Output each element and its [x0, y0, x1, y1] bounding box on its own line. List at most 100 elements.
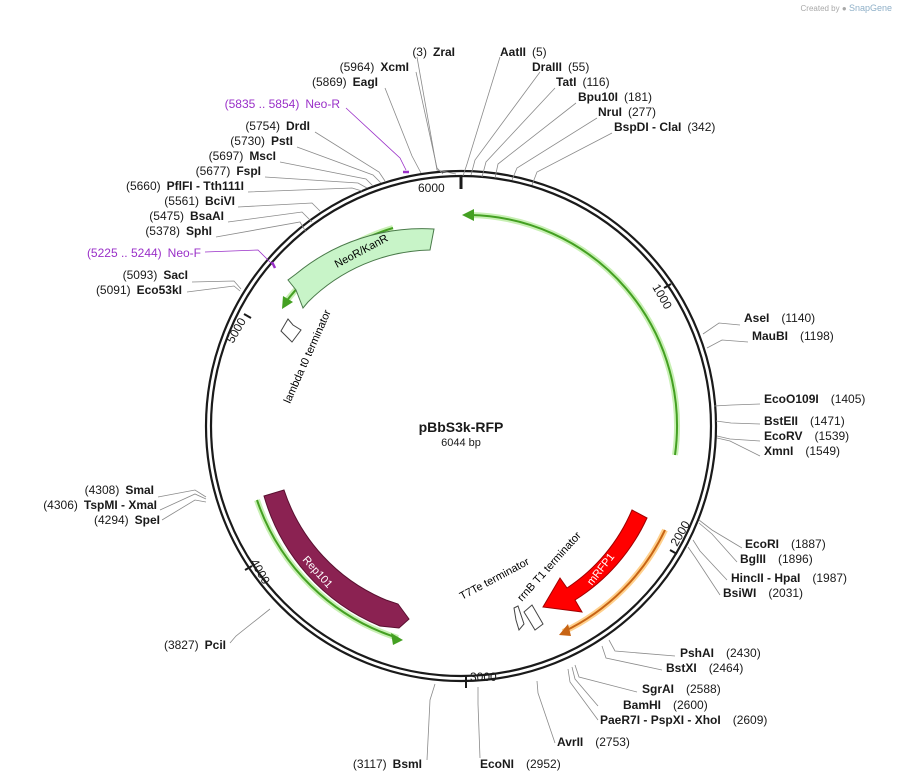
enzyme-pos-smai: (4308) — [85, 483, 120, 497]
enzyme-name-zrai: ZraI — [433, 45, 455, 59]
enzyme-label-bsaai: (5475) BsaAI — [149, 209, 224, 223]
leader-bsmi — [426, 683, 436, 761]
enzyme-pos-ecorv: (1539) — [814, 429, 849, 443]
enzyme-name-sphi: SphI — [186, 224, 212, 238]
enzyme-label-clai: BspDI - ClaI(342) — [614, 120, 715, 134]
plasmid-length: 6044 bp — [441, 437, 481, 449]
enzyme-pos-drdi: (5754) — [245, 119, 280, 133]
enzyme-pos-eagi: (5869) — [312, 75, 347, 89]
leader-xmni — [716, 437, 761, 457]
enzyme-label-ecoo109i: EcoO109I (1405) — [764, 392, 865, 406]
enzyme-name-xhoi: PaeR7I - PspXI - XhoI — [600, 713, 721, 727]
feature-rrnb-t1-terminator — [523, 604, 544, 631]
enzyme-pos-pcii: (3827) — [164, 638, 199, 652]
enzyme-label-bsiwi: BsiWI (2031) — [723, 586, 803, 600]
leader-tati — [481, 87, 556, 178]
enzyme-pos-econi: (2952) — [526, 757, 561, 771]
enzyme-name-pflfi: PflFI - Tth111I — [167, 179, 244, 193]
enzyme-name-avrii: AvrII — [557, 735, 583, 749]
leader-draiii — [470, 71, 541, 176]
enzyme-name-pcii: PciI — [205, 638, 226, 652]
leader-bamhi — [571, 666, 599, 707]
enzyme-pos-sphi: (5378) — [145, 224, 180, 238]
enzyme-pos-zrai: (3) — [412, 45, 427, 59]
leader-saci — [191, 280, 242, 290]
enzyme-name-drdi: DrdI — [286, 119, 310, 133]
enzyme-label-draiii: DraIII(55) — [532, 60, 589, 74]
enzyme-name-bsiwi: BsiWI — [723, 586, 756, 600]
enzyme-pos-saci: (5093) — [123, 268, 158, 282]
right-enzyme-labels: AatII(5) DraIII(55) TatI(116) Bpu10I(181… — [480, 45, 865, 771]
enzyme-name-hpai: HincII - HpaI — [731, 571, 800, 585]
enzyme-label-bglii: BglII(1896) — [740, 552, 813, 566]
leader-bpu10i — [494, 102, 577, 179]
snapgene-icon: ● — [841, 4, 847, 13]
tick-mark-1000 — [663, 283, 672, 289]
left-enzyme-labels: (3)ZraI (5964)XcmI (5869)EagI (5835 .. 5… — [43, 45, 455, 771]
leader-pcii — [229, 608, 271, 644]
enzyme-pos-bglii: (1896) — [778, 552, 813, 566]
enzyme-name-bstxi: BstXI — [666, 661, 697, 675]
enzyme-label-bsteii: BstEII(1471) — [764, 414, 845, 428]
enzyme-pos-ecoo109i: (1405) — [831, 392, 866, 406]
enzyme-pos-bsiwi: (2031) — [768, 586, 803, 600]
enzyme-name-ecori: EcoRI — [745, 537, 779, 551]
leader-clai — [531, 132, 613, 186]
primer-label-neo-r: (5835 .. 5854)Neo-R — [225, 97, 341, 111]
enzyme-label-smai: (4308) SmaI — [85, 483, 154, 497]
enzyme-pos-draiii: (55) — [568, 60, 589, 74]
leader-sphi — [215, 221, 307, 238]
enzyme-name-bamhi: BamHI — [623, 698, 661, 712]
enzyme-label-avrii: AvrII(2753) — [557, 735, 630, 749]
enzyme-pos-hpai: (1987) — [812, 571, 847, 585]
leader-asei — [702, 322, 741, 335]
tick-label-1000: 1000 — [649, 282, 675, 312]
enzyme-pos-pshai: (2430) — [726, 646, 761, 660]
enzyme-name-smai: SmaI — [125, 483, 154, 497]
enzyme-name-ecoo109i: EcoO109I — [764, 392, 819, 406]
enzyme-pos-psti: (5730) — [230, 134, 265, 148]
leader-lines — [157, 56, 761, 761]
enzyme-label-psti: (5730)PstI — [230, 134, 293, 148]
enzyme-label-bcivi: (5561)BciVI — [164, 194, 235, 208]
enzyme-label-xhoi: PaeR7I - PspXI - XhoI(2609) — [600, 713, 767, 727]
enzyme-name-nrui: NruI — [598, 105, 622, 119]
enzyme-label-msci: (5697)MscI — [209, 149, 276, 163]
enzyme-pos-bsaai: (5475) — [149, 209, 184, 223]
tick-mark-4000 — [244, 565, 253, 571]
enzyme-label-bstxi: BstXI (2464) — [666, 661, 743, 675]
enzyme-name-eco53ki: Eco53kI — [137, 283, 182, 297]
enzyme-label-pflfi: (5660)PflFI - Tth111I — [126, 179, 244, 193]
leader-sgrai — [574, 664, 638, 693]
leader-bsaai — [227, 211, 313, 223]
credit: Created by ● SnapGene — [801, 3, 893, 13]
enzyme-name-bcivi: BciVI — [205, 194, 235, 208]
enzyme-label-bamhi: BamHI(2600) — [623, 698, 708, 712]
leader-bstxi — [601, 645, 663, 671]
leader-psti — [296, 146, 382, 184]
enzyme-pos-bstxi: (2464) — [709, 661, 744, 675]
enzyme-name-tati: TatI — [556, 75, 576, 89]
leader-neo-r — [345, 107, 407, 171]
primer-range-neo-f: (5225 .. 5244) — [87, 246, 162, 260]
tick-mark-5000 — [243, 313, 252, 319]
leader-nrui — [511, 117, 598, 181]
orange-arc-arrowhead — [559, 624, 571, 636]
primer-neo-f-mark — [270, 261, 277, 269]
leader-hincii — [692, 539, 728, 581]
enzyme-label-bsmi: (3117)BsmI — [353, 757, 422, 771]
enzyme-label-ecorv: EcoRV (1539) — [764, 429, 849, 443]
enzyme-label-eagi: (5869)EagI — [312, 75, 378, 89]
feature-lambda-t0-terminator — [280, 318, 302, 343]
enzyme-name-saci: SacI — [163, 268, 188, 282]
enzyme-label-spei: (4294)SpeI — [94, 513, 160, 527]
tick-label-5000: 5000 — [223, 315, 249, 345]
enzyme-name-bsaai: BsaAI — [190, 209, 224, 223]
green-arc-left-arrowhead — [282, 296, 293, 309]
leader-maubi — [706, 339, 749, 349]
enzyme-name-fspi: FspI — [236, 164, 261, 178]
enzyme-name-bpu10i: Bpu10I — [578, 90, 618, 104]
enzyme-name-ecorv: EcoRV — [764, 429, 802, 443]
backbone-outer-ring — [204, 169, 718, 683]
enzyme-label-hpai: HincII - HpaI (1987) — [731, 571, 847, 585]
